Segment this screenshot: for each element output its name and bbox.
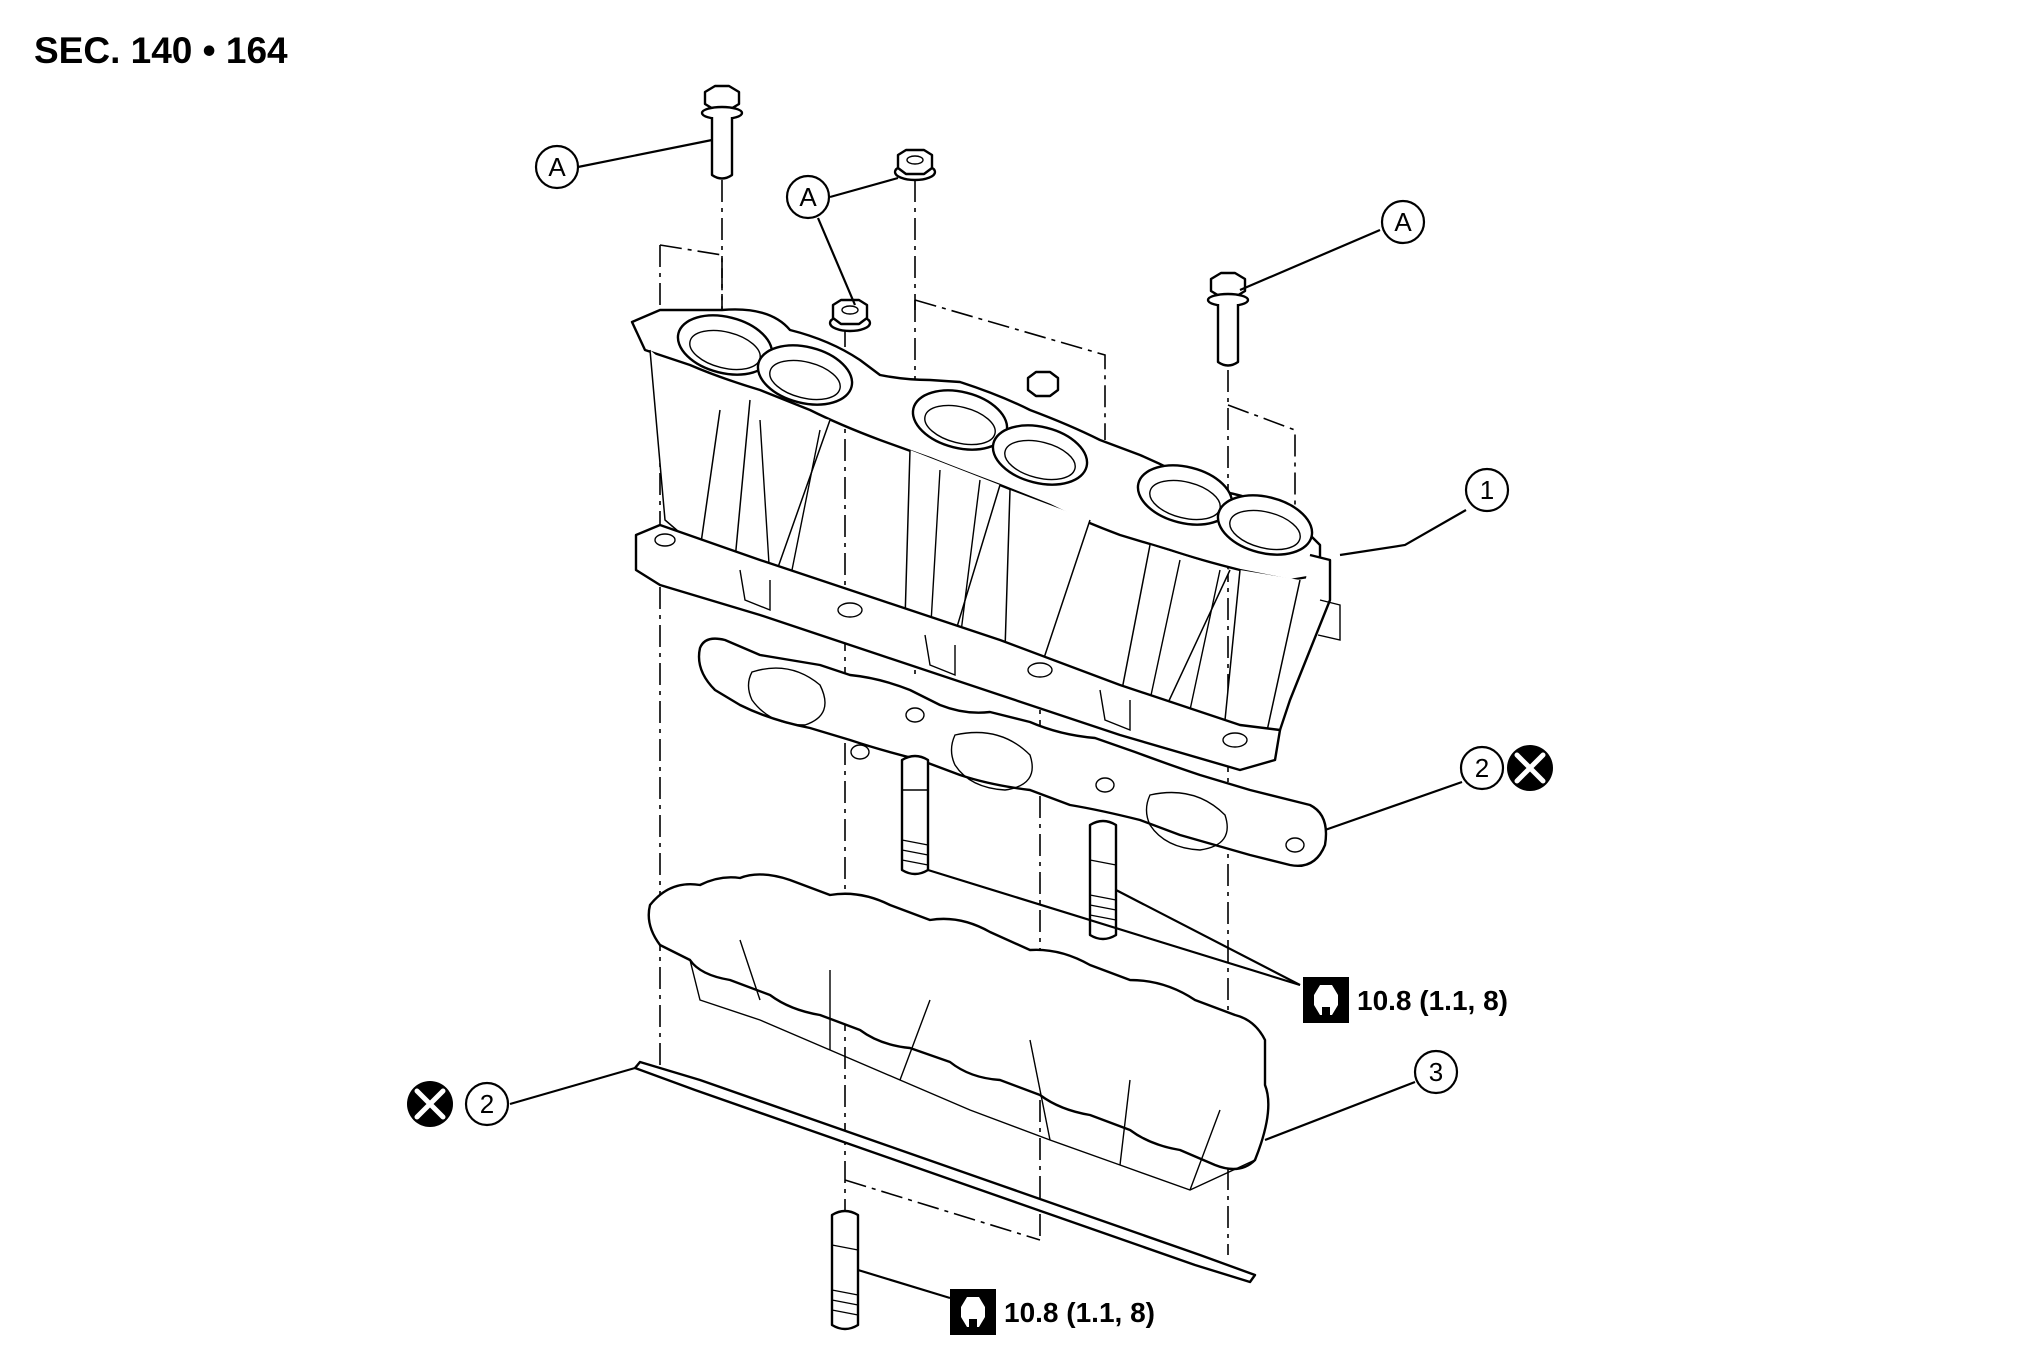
torque-spec-lower: 10.8 (1.1, 8) (950, 1289, 1155, 1335)
callout-bolt-a-right: A (1380, 199, 1426, 245)
bolt-a-left (700, 84, 744, 180)
bolt-a-right (1206, 271, 1250, 367)
svg-text:A: A (548, 152, 566, 182)
manifold-gasket-upper (697, 637, 1328, 867)
intake-manifold (630, 308, 1341, 772)
svg-text:2: 2 (480, 1089, 494, 1119)
manifold-insulator (647, 873, 1270, 1191)
stud-upper-right (1088, 819, 1118, 941)
torque-spec-upper: 10.8 (1.1, 8) (1303, 977, 1508, 1023)
svg-text:A: A (1394, 207, 1412, 237)
manifold-gasket-lower (633, 1060, 1257, 1284)
callout-gasket-lower: 2 (464, 1081, 510, 1127)
torque-wrench-icon (950, 1289, 996, 1335)
svg-text:10.8 (1.1, 8): 10.8 (1.1, 8) (1004, 1297, 1155, 1328)
leader-lines (509, 138, 1467, 1300)
stud-upper-left (900, 754, 930, 876)
svg-text:2: 2 (1475, 753, 1489, 783)
svg-text:10.8 (1.1, 8): 10.8 (1.1, 8) (1357, 985, 1508, 1016)
callout-manifold: 1 (1464, 467, 1510, 513)
svg-text:3: 3 (1429, 1057, 1443, 1087)
nut-a-lower (828, 298, 872, 333)
stud-lower (830, 1209, 860, 1331)
callout-insulator: 3 (1413, 1049, 1459, 1095)
x-circle-icon (407, 1081, 453, 1127)
svg-text:A: A (799, 182, 817, 212)
nut-a-upper (893, 148, 937, 182)
callout-nut-a-upper: A (785, 174, 831, 220)
x-circle-icon (1507, 745, 1553, 791)
callout-gasket-upper: 2 (1459, 745, 1505, 791)
callout-bolt-a-left: A (534, 144, 580, 190)
torque-wrench-icon (1303, 977, 1349, 1023)
section-title: SEC. 140 • 164 (34, 30, 288, 71)
svg-text:1: 1 (1480, 475, 1494, 505)
